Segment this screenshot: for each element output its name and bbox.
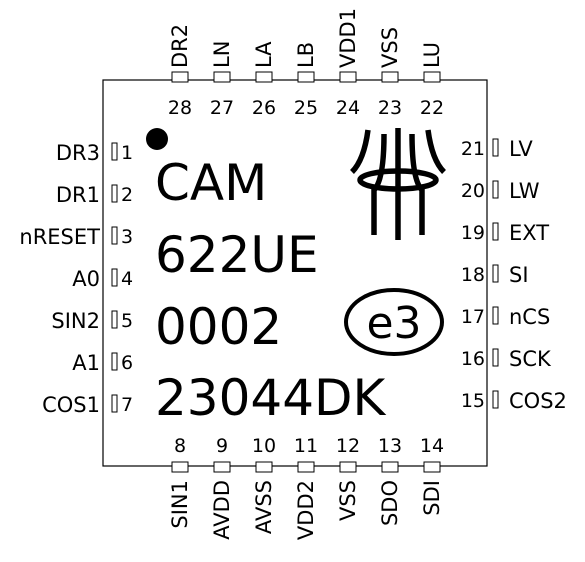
pin-number: 7 xyxy=(121,394,133,416)
pin-pad xyxy=(339,71,357,83)
pin-number: 18 xyxy=(461,264,485,286)
package-body xyxy=(102,79,488,467)
pin-number: 25 xyxy=(294,97,318,119)
pin-label: DR1 xyxy=(56,183,100,207)
pin-label: LW xyxy=(509,179,540,203)
pin-number: 6 xyxy=(121,352,133,374)
marking-line-2: 622UE xyxy=(155,226,319,284)
pin-pad xyxy=(492,264,499,283)
pin-pad xyxy=(255,461,273,473)
pin-number: 22 xyxy=(420,97,444,119)
pin-number: 27 xyxy=(210,97,234,119)
pin-label: LB xyxy=(294,42,318,68)
pin-label: SDI xyxy=(420,480,444,516)
pin-label: VSS xyxy=(378,27,402,68)
pin-pad xyxy=(381,461,399,473)
pin-pad xyxy=(492,222,499,241)
pin-pad xyxy=(111,268,118,287)
manufacturer-logo xyxy=(349,128,447,240)
pin-number: 4 xyxy=(121,268,133,290)
pin-pad xyxy=(111,226,118,245)
pin-label: nCS xyxy=(509,305,550,329)
pin-pad xyxy=(423,71,441,83)
pin-number: 3 xyxy=(121,226,133,248)
pin-label: nRESET xyxy=(19,225,100,249)
pin-label: SI xyxy=(509,263,529,287)
pin-number: 2 xyxy=(121,184,133,206)
pin-label: SIN1 xyxy=(168,480,192,529)
pin-label: VDD1 xyxy=(336,8,360,68)
pin-label: COS2 xyxy=(509,389,567,413)
pin-pad xyxy=(297,461,315,473)
pin-number: 26 xyxy=(252,97,276,119)
pin-number: 12 xyxy=(336,435,360,457)
pin-number: 17 xyxy=(461,306,485,328)
pin-pad xyxy=(171,71,189,83)
pin-label: DR2 xyxy=(168,24,192,68)
pin-label: DR3 xyxy=(56,141,100,165)
pin-label: VSS xyxy=(336,480,360,521)
pin-number: 23 xyxy=(378,97,402,119)
pin-label: AVSS xyxy=(252,480,276,534)
pin-label: LN xyxy=(210,41,234,68)
marking-line-3: 0002 xyxy=(155,298,282,356)
pin-pad xyxy=(492,306,499,325)
pin-label: LA xyxy=(252,41,276,68)
pin-pad xyxy=(255,71,273,83)
pin-label: LU xyxy=(420,42,444,68)
pin-label: AVDD xyxy=(210,480,234,540)
pin-pad xyxy=(492,138,499,157)
pin-label: SCK xyxy=(509,347,552,371)
pin-number: 5 xyxy=(121,310,133,332)
pin-pad xyxy=(111,184,118,203)
pin-label: SIN2 xyxy=(51,309,100,333)
pin-pad xyxy=(492,180,499,199)
e3-mark-text: e3 xyxy=(366,298,421,349)
pin-pad xyxy=(111,394,118,413)
pin-label: COS1 xyxy=(42,393,100,417)
pin-pad xyxy=(492,348,499,367)
pin-label: A0 xyxy=(72,267,100,291)
pin-pad xyxy=(213,461,231,473)
pin-label: A1 xyxy=(72,351,100,375)
pin-label: LV xyxy=(509,137,533,161)
pin-pad xyxy=(213,71,231,83)
pin-number: 20 xyxy=(461,180,485,202)
pin1-indicator-dot xyxy=(146,128,168,150)
pin-pad xyxy=(111,310,118,329)
pin-number: 16 xyxy=(461,348,485,370)
pin-number: 24 xyxy=(336,97,360,119)
pin-pad xyxy=(111,352,118,371)
pin-pad xyxy=(111,142,118,161)
pin-label: SDO xyxy=(378,480,402,526)
pin-number: 13 xyxy=(378,435,402,457)
marking-line-1: CAM xyxy=(155,154,267,212)
pin-number: 9 xyxy=(216,435,228,457)
pin-number: 14 xyxy=(420,435,444,457)
marking-line-4: 23044DK xyxy=(155,369,387,427)
pin-number: 11 xyxy=(294,435,318,457)
pin-pad xyxy=(423,461,441,473)
pin-pad xyxy=(297,71,315,83)
pin-number: 21 xyxy=(461,138,485,160)
pin-pad xyxy=(492,390,499,409)
pin-number: 8 xyxy=(174,435,186,457)
pin-label: EXT xyxy=(509,221,549,245)
pin-pad xyxy=(381,71,399,83)
pin-number: 15 xyxy=(461,390,485,412)
pin-number: 10 xyxy=(252,435,276,457)
pin-label: VDD2 xyxy=(294,480,318,540)
pin-number: 19 xyxy=(461,222,485,244)
pin-pad xyxy=(171,461,189,473)
pin-number: 28 xyxy=(168,97,192,119)
pin-pad xyxy=(339,461,357,473)
e3-mark-ellipse xyxy=(344,288,444,356)
pin-number: 1 xyxy=(121,142,133,164)
